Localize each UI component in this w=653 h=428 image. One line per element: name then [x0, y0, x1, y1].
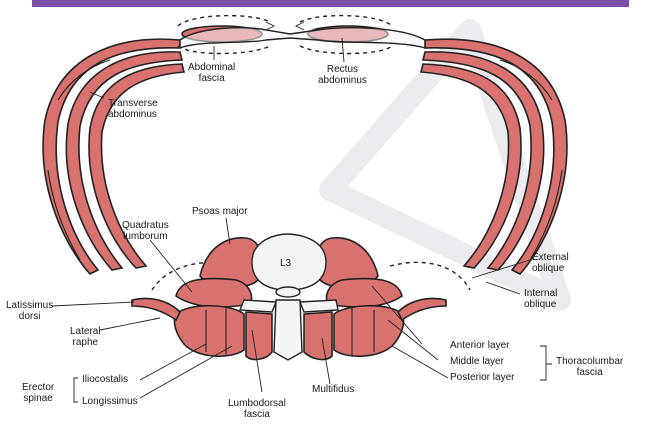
label-thoracolumbar-fascia: Thoracolumbar fascia [556, 356, 623, 378]
right-abdominal-wall [421, 39, 567, 274]
label-erector-spinae: Erector spinae [22, 382, 54, 404]
label-quadratus-lumborum-line1: Quadratus [122, 220, 169, 231]
label-anterior-layer: Anterior layer [450, 340, 509, 351]
label-lumbodorsal-fascia: Lumbodorsal fascia [228, 398, 286, 420]
label-external-oblique-line1: External [532, 252, 569, 263]
label-lumbodorsal-fascia-line1: Lumbodorsal [228, 398, 286, 409]
label-abdominal-fascia-line1: Abdominal [188, 62, 235, 73]
label-middle-layer: Middle layer [450, 356, 504, 367]
label-rectus-abdominus: Rectus abdominus [318, 64, 367, 86]
label-abdominal-fascia: Abdominal fascia [188, 62, 235, 84]
label-lateral-raphe: Lateral raphe [70, 326, 101, 348]
label-iliocostalis: Iliocostalis [82, 374, 128, 385]
label-internal-oblique-line1: Internal [524, 288, 557, 299]
label-lateral-raphe-line1: Lateral [70, 326, 101, 337]
label-quadratus-lumborum-line2: lumborum [122, 231, 169, 242]
label-transverse-abdominus-line2: abdominus [108, 109, 158, 120]
label-transverse-abdominus: Transverse abdominus [108, 98, 158, 120]
label-multifidus: Multifidus [312, 384, 354, 395]
label-internal-oblique: Internal oblique [524, 288, 557, 310]
label-lateral-raphe-line2: raphe [70, 337, 101, 348]
label-thoracolumbar-fascia-line2: fascia [556, 367, 623, 378]
label-external-oblique-line2: oblique [532, 263, 569, 274]
label-internal-oblique-line2: oblique [524, 299, 557, 310]
label-latissimus-dorsi: Latissimus dorsi [6, 300, 53, 322]
label-rectus-abdominus-line1: Rectus [318, 64, 367, 75]
label-lumbodorsal-fascia-line2: fascia [228, 409, 286, 420]
label-rectus-abdominus-line2: abdominus [318, 75, 367, 86]
label-latissimus-dorsi-line2: dorsi [6, 311, 53, 322]
label-abdominal-fascia-line2: fascia [188, 73, 235, 84]
rectus-abdominus [178, 16, 425, 54]
label-erector-spinae-line2: spinae [22, 393, 54, 404]
label-external-oblique: External oblique [532, 252, 569, 274]
label-vertebra: L3 [280, 258, 291, 269]
label-quadratus-lumborum: Quadratus lumborum [122, 220, 169, 242]
label-posterior-layer: Posterior layer [450, 372, 514, 383]
label-erector-spinae-line1: Erector [22, 382, 54, 393]
label-thoracolumbar-fascia-line1: Thoracolumbar [556, 356, 623, 367]
label-latissimus-dorsi-line1: Latissimus [6, 300, 53, 311]
label-longissimus: Longissimus [82, 396, 138, 407]
label-psoas-major: Psoas major [192, 206, 248, 217]
label-transverse-abdominus-line1: Transverse [108, 98, 158, 109]
